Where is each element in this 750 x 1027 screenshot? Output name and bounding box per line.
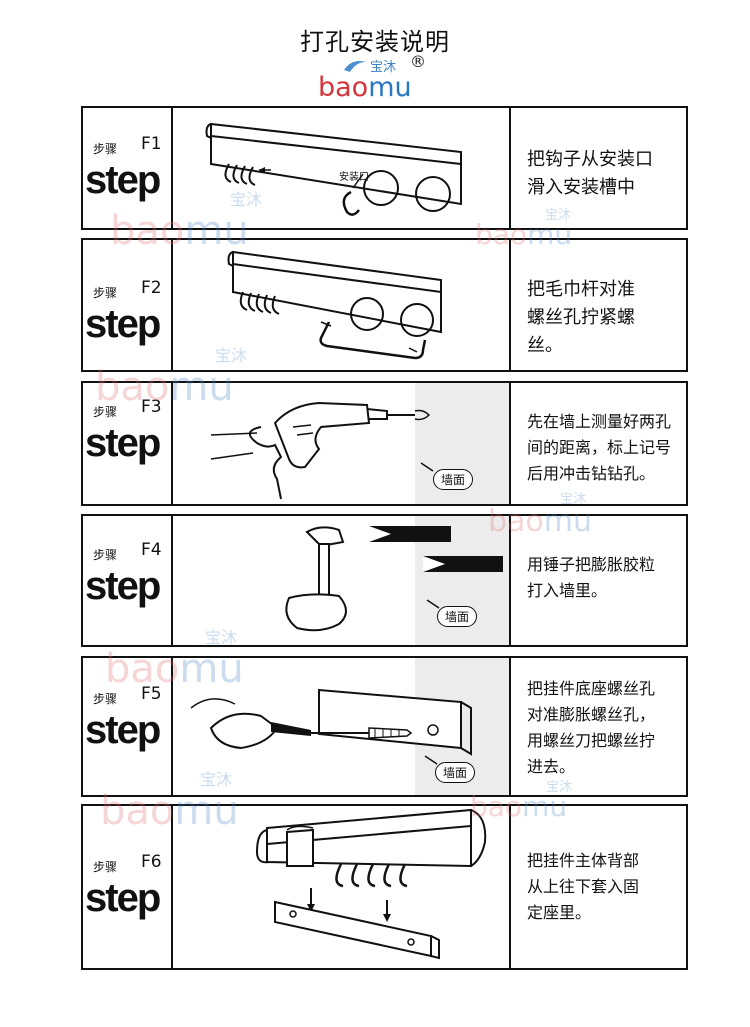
step-text: 把钩子从安装口滑入安装槽中	[527, 149, 653, 198]
logo-registered: ®	[410, 52, 426, 71]
step-label-cell: 步骤 F6 step	[83, 806, 173, 968]
step-number: F2	[141, 278, 162, 298]
screwdriver-illustration	[190, 658, 509, 795]
step-label: 步骤	[93, 286, 118, 300]
step-number: F6	[141, 852, 162, 872]
step-word: step	[85, 708, 161, 752]
step-word: step	[85, 158, 161, 202]
step-label: 步骤	[93, 405, 118, 419]
install-slot-callout: 安装口	[339, 172, 369, 183]
step-f1: 步骤 F1 step 安装口 把钩子从安装口滑入安装槽中	[81, 106, 688, 230]
step-description: 把挂件主体背部从上往下套入固定座里。	[511, 806, 686, 968]
step-label: 步骤	[93, 692, 118, 706]
step-f5: 步骤 F5 step 墙面 把挂件底座螺丝孔对准膨胀螺丝孔，用螺丝刀把螺丝拧进去…	[81, 656, 688, 797]
step-description: 把挂件底座螺丝孔对准膨胀螺丝孔，用螺丝刀把螺丝拧进去。	[511, 658, 686, 795]
step-word: step	[85, 564, 161, 608]
step-description: 把毛巾杆对准螺丝孔拧紧螺丝。	[511, 240, 686, 370]
step-label: 步骤	[93, 860, 118, 874]
step-description: 把钩子从安装口滑入安装槽中	[511, 108, 686, 228]
step-text: 用锤子把膨胀胶粒打入墙里。	[527, 555, 656, 600]
step-label-cell: 步骤 F4 step	[83, 516, 173, 645]
step-f6: 步骤 F6 step 把挂件主体背部从上往下套入固定座里。	[81, 804, 688, 970]
step-illustration	[171, 806, 511, 968]
page-title: 打孔安装说明	[300, 28, 450, 56]
step-label-cell: 步骤 F3 step	[83, 383, 173, 504]
logo-en: baomu	[318, 72, 412, 103]
step-f3: 步骤 F3 step 墙面 先在墙上测量好两孔间的距离，标上记号后用冲击钻钻孔。	[81, 381, 688, 506]
wall-label: 墙面	[435, 762, 476, 783]
step-text: 把挂件主体背部从上往下套入固定座里。	[527, 851, 640, 922]
drill-illustration	[210, 383, 509, 504]
step-illustration: 墙面	[171, 383, 511, 504]
step-word: step	[85, 421, 161, 465]
step-label: 步骤	[93, 142, 118, 156]
step-f2: 步骤 F2 step 把毛巾杆对准螺丝孔拧紧螺丝。	[81, 238, 688, 372]
step-number: F3	[141, 397, 162, 417]
brand-logo: 宝沐 ® baomu	[318, 52, 438, 104]
step-word: step	[85, 302, 161, 346]
step-number: F1	[141, 134, 162, 154]
step-word: step	[85, 876, 161, 920]
wall-label: 墙面	[433, 469, 474, 490]
step-label: 步骤	[93, 548, 118, 562]
rack-hooks-illustration	[205, 122, 462, 216]
step-illustration: 墙面	[171, 658, 511, 795]
step-f4: 步骤 F4 step 墙面 用锤子把膨胀胶粒打入墙里。	[81, 514, 688, 647]
logo-swoosh-icon	[344, 61, 366, 72]
step-description: 用锤子把膨胀胶粒打入墙里。	[511, 516, 686, 645]
logo-cn: 宝沐	[370, 60, 397, 75]
mount-rack-illustration	[255, 808, 487, 960]
step-number: F5	[141, 684, 162, 704]
step-illustration: 安装口	[171, 108, 511, 228]
step-label-cell: 步骤 F5 step	[83, 658, 173, 795]
step-label-cell: 步骤 F1 step	[83, 108, 173, 228]
step-description: 先在墙上测量好两孔间的距离，标上记号后用冲击钻钻孔。	[511, 383, 686, 504]
step-label-cell: 步骤 F2 step	[83, 240, 173, 370]
step-text: 把毛巾杆对准螺丝孔拧紧螺丝。	[527, 279, 635, 356]
step-illustration	[171, 240, 511, 370]
step-number: F4	[141, 540, 162, 560]
step-illustration: 墙面	[171, 516, 511, 645]
wall-label: 墙面	[437, 606, 478, 627]
towel-bar-illustration	[227, 250, 442, 360]
step-text: 把挂件底座螺丝孔对准膨胀螺丝孔，用螺丝刀把螺丝拧进去。	[527, 679, 656, 776]
step-text: 先在墙上测量好两孔间的距离，标上记号后用冲击钻钻孔。	[527, 412, 672, 483]
